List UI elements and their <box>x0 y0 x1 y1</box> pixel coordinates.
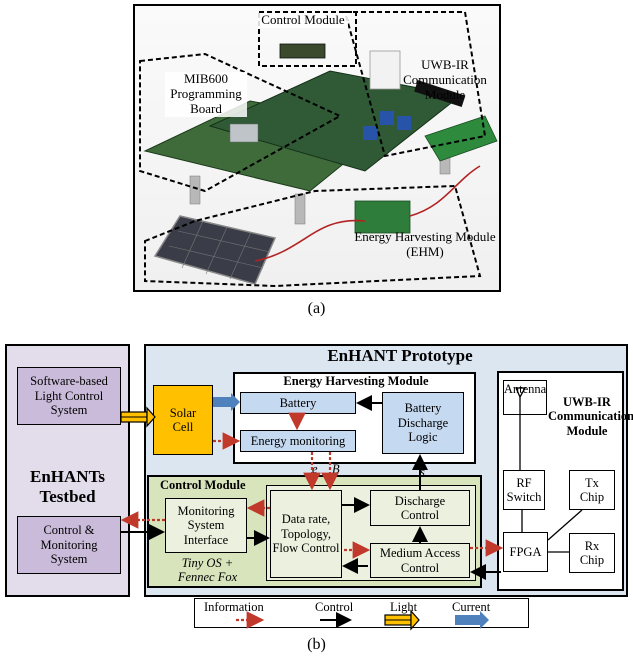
caption-a: (a) <box>307 300 326 317</box>
fpga-box: FPGA <box>503 532 548 572</box>
legend-light-label: Light <box>390 600 418 614</box>
photo-label-mib600: MIB600 Programming Board <box>165 71 247 117</box>
legend-current-label: Current <box>452 600 491 614</box>
caption-b: (b) <box>307 636 326 653</box>
uwb-ir-module-box <box>497 371 624 591</box>
control-module-title: Control Module <box>160 478 246 492</box>
os-label: Tiny OS +Fennec Fox <box>177 556 238 585</box>
ehm-title: Energy Harvesting Module <box>283 374 429 388</box>
photo-label-control-module: Control Module <box>258 12 348 28</box>
signal-s-label: s <box>420 465 425 479</box>
battery-box: Battery <box>240 392 356 414</box>
photo-label-uwb: UWB-IR Communication Module <box>403 57 487 102</box>
signal-b-label: B <box>332 462 340 476</box>
uwb-connections <box>515 387 583 553</box>
hardware-illustration <box>139 11 498 288</box>
hardware-photo <box>133 4 501 292</box>
legend-current-swatch <box>455 611 489 629</box>
current-arrow <box>213 393 240 411</box>
legend-information-label: Information <box>204 600 264 614</box>
prototype-title: EnHANT Prototype <box>327 346 473 365</box>
legend-control-label: Control <box>315 600 354 614</box>
energy-monitoring-box: Energy monitoring <box>240 430 356 452</box>
legend-light-swatch <box>384 609 420 631</box>
light-arrow <box>120 406 156 428</box>
data-rate-topology-flow-box: Data rate,Topology,Flow Control <box>270 490 342 578</box>
photo-label-ehm: Energy Harvesting Module (EHM) <box>354 229 496 259</box>
signal-e-label: e <box>312 462 318 476</box>
